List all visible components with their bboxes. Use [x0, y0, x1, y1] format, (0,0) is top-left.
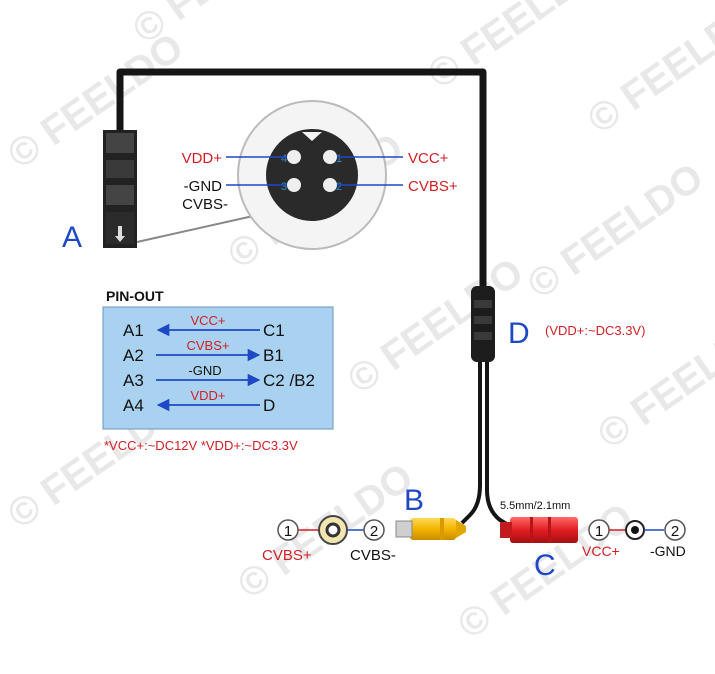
pinout-right: C2 /B2	[263, 371, 315, 390]
main-cable	[116, 68, 487, 290]
dc-jack-inner	[631, 526, 639, 534]
connector-d-note: (VDD+:~DC3.3V)	[545, 323, 645, 338]
connector-c-label1: VCC+	[582, 543, 620, 559]
connector-b-pin1: 1	[284, 523, 292, 540]
watermark: © FEELDO	[520, 155, 711, 307]
connector-b-label2: CVBS-	[350, 547, 396, 564]
pin-label-gnd: -GND	[184, 178, 222, 195]
connector-c-size: 5.5mm/2.1mm	[500, 500, 570, 512]
connector-c-pin2: 2	[671, 523, 679, 540]
pinout-signal: CVBS+	[187, 338, 230, 353]
connector-d-plug	[471, 286, 495, 362]
cable-to-c	[485, 362, 512, 528]
pinout-title: PIN-OUT	[106, 288, 164, 304]
watermark: © FEELDO	[420, 0, 611, 97]
connector-c-plug	[500, 517, 578, 543]
pinout-left: A1	[123, 321, 144, 340]
pinout-right: B1	[263, 346, 284, 365]
connector-a-face	[237, 100, 387, 250]
callout-line	[136, 213, 263, 243]
pinout-signal: VDD+	[190, 388, 225, 403]
pinout-left: A4	[123, 396, 144, 415]
pinout-rows: A1 VCC+ C1 A2 CVBS+ B1 A3 -GND C2 /B2 A4…	[123, 313, 315, 415]
pinout-signal: -GND	[188, 363, 221, 378]
connector-b-label1: CVBS+	[262, 547, 312, 564]
watermark: © FEELDO	[340, 250, 531, 402]
pinout-panel	[102, 306, 334, 430]
connector-d-letter: D	[508, 317, 530, 350]
connector-b-pin2-circle	[363, 519, 385, 541]
pin-label-cvbs: CVBS+	[408, 178, 458, 195]
pin-number: 2	[336, 181, 342, 193]
cable-to-b	[460, 362, 482, 525]
pinout-left: A2	[123, 346, 144, 365]
connector-c-label2: -GND	[650, 543, 686, 559]
pinout-left: A3	[123, 371, 144, 390]
connector-a-plug	[103, 130, 137, 248]
pinout-right: C1	[263, 321, 285, 340]
pinout-note: *VCC+:~DC12V *VDD+:~DC3.3V	[104, 438, 298, 453]
watermark: © FEELDO	[0, 25, 191, 177]
watermark: © FEELDO	[580, 0, 715, 142]
connector-c-pin1: 1	[595, 523, 603, 540]
pin-number: 3	[281, 181, 287, 193]
connector-c-pin2-circle	[664, 519, 686, 541]
pin-label-vcc: VCC+	[408, 150, 449, 167]
connector-a-letter: A	[62, 221, 82, 254]
connector-c-letter: C	[534, 549, 556, 582]
pinout-signal: VCC+	[190, 313, 225, 328]
connector-b-letter: B	[404, 484, 424, 517]
pin-number: 4	[281, 153, 287, 165]
pin-label-cvbs-minus: CVBS-	[182, 196, 228, 213]
connector-b-plug	[395, 518, 466, 540]
connector-b-pin2: 2	[370, 523, 378, 540]
rca-jack-inner	[325, 522, 341, 538]
pinout-right: D	[263, 396, 275, 415]
pin-label-vdd: VDD+	[182, 150, 223, 167]
pin-number: 1	[336, 153, 342, 165]
arrow-down-icon	[115, 226, 125, 242]
